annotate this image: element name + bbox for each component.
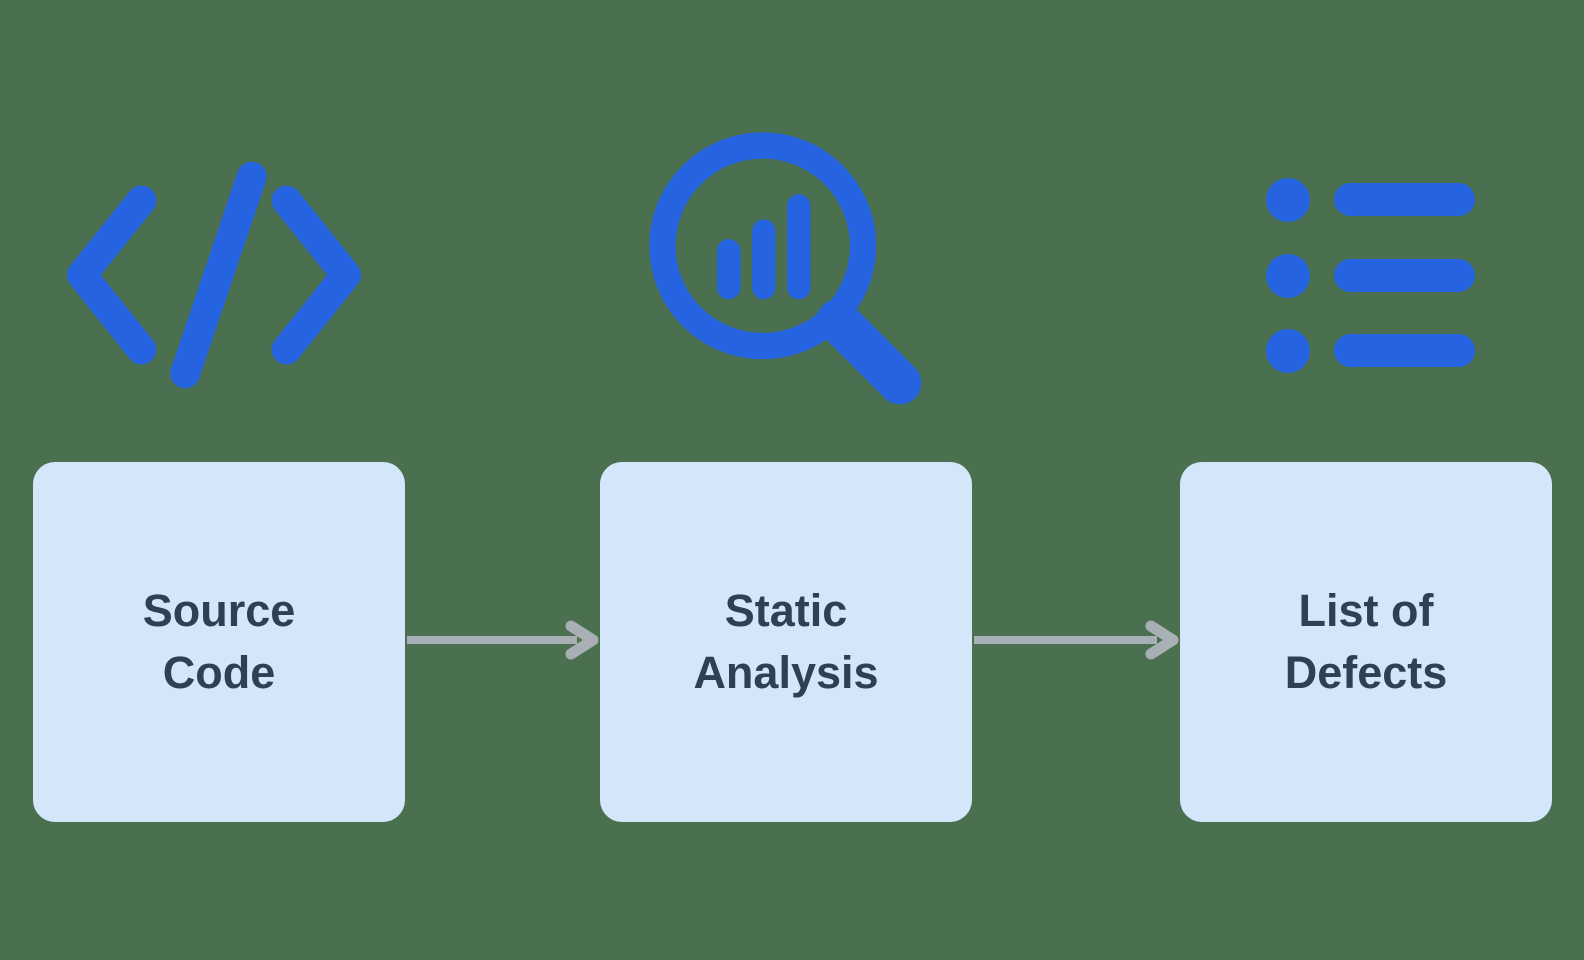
code-icon <box>60 160 368 390</box>
node-list-of-defects: List of Defects <box>1180 462 1552 822</box>
node-source-code: Source Code <box>33 462 405 822</box>
node-static-analysis: Static Analysis <box>600 462 972 822</box>
node-static-analysis-label: Static Analysis <box>693 584 879 698</box>
arrow-right-icon <box>405 616 601 664</box>
node-list-of-defects-label: List of Defects <box>1284 584 1448 698</box>
magnifier-bar-chart-icon <box>645 128 937 420</box>
bulleted-list-icon <box>1266 178 1475 374</box>
node-source-code-label: Source Code <box>142 584 296 698</box>
arrow-right-icon <box>972 616 1181 664</box>
